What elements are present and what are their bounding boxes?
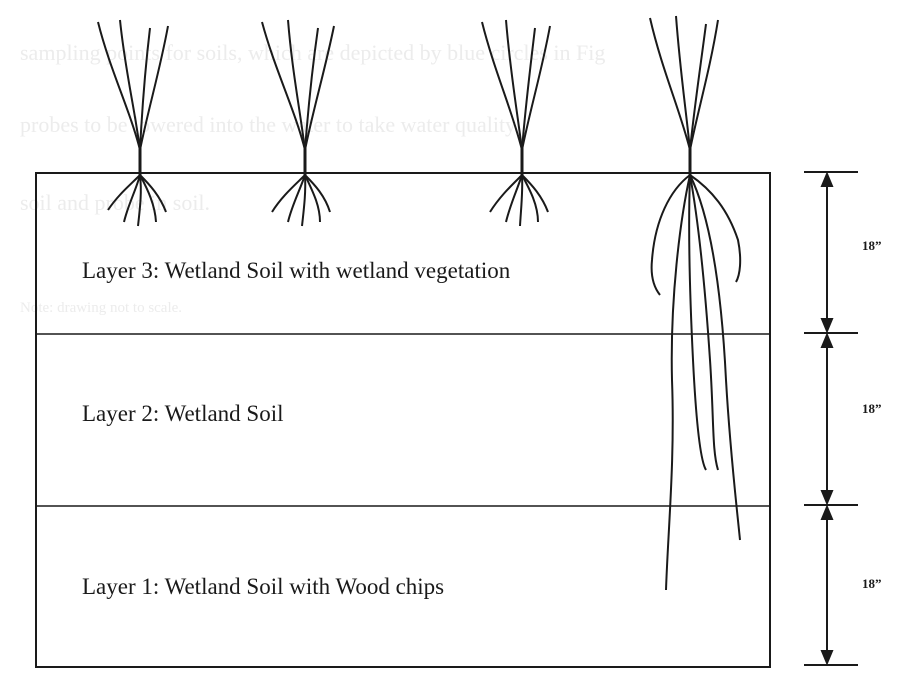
dimension-markers — [804, 172, 858, 665]
layer-3-thickness: 18” — [862, 238, 882, 254]
plant-2 — [262, 20, 334, 226]
layer-1-label: Layer 1: Wetland Soil with Wood chips — [82, 574, 444, 600]
plant-1 — [98, 20, 168, 226]
plant-4 — [650, 16, 740, 590]
layer-1-thickness: 18” — [862, 576, 882, 592]
layer-2-label: Layer 2: Wetland Soil — [82, 401, 284, 427]
layer-2-thickness: 18” — [862, 401, 882, 417]
layer-3-label: Layer 3: Wetland Soil with wetland veget… — [82, 258, 510, 284]
plant-3 — [482, 20, 550, 226]
